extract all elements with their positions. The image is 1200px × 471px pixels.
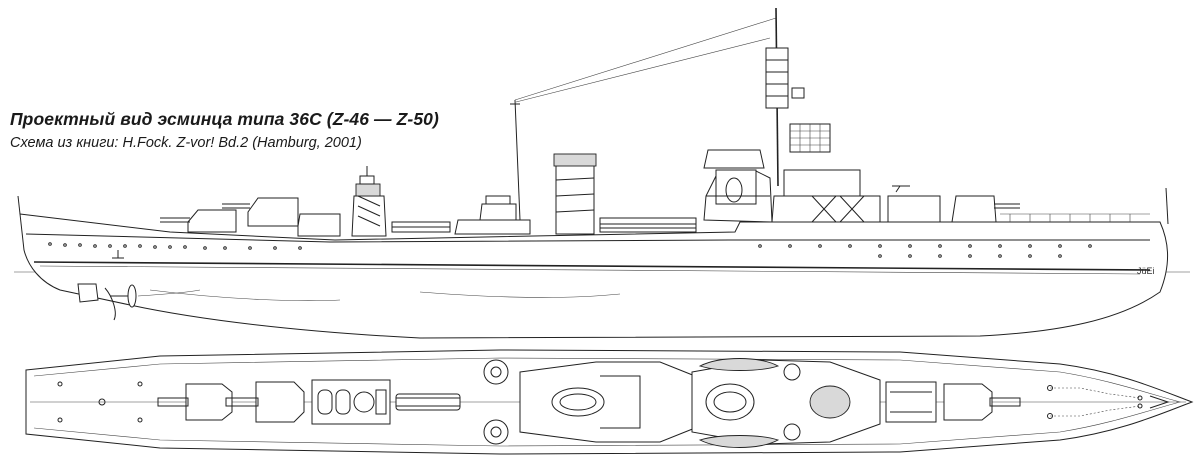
- aft-gun-turret-1: [160, 209, 237, 233]
- jackstaff: [1165, 187, 1169, 225]
- rudder: [77, 283, 99, 303]
- aft-turret-plan-2: [225, 381, 305, 423]
- artist-signature: JüEi: [1137, 266, 1155, 276]
- torpedo-tubes-aft: [391, 221, 451, 233]
- torpedo-tubes-midship: [599, 217, 697, 233]
- midship-deckhouse: [454, 219, 531, 235]
- boot-topping-lower: [39, 265, 1141, 275]
- funnel-plan: [519, 361, 701, 443]
- aft-gun-turret-2: [222, 197, 299, 227]
- funnel: [553, 153, 597, 235]
- drawing-subtitle: Схема из книги: H.Fock. Z-vor! Bd.2 (Ham…: [10, 135, 362, 151]
- stern-light: [112, 250, 124, 259]
- bow-railing: [1000, 213, 1150, 222]
- torpedo-mount-plan-aft: [395, 393, 461, 411]
- plan-view: [25, 349, 1194, 455]
- aa-positions-plan: [483, 359, 509, 445]
- radar-mattress: [789, 123, 831, 153]
- side-profile-view: [14, 7, 1190, 339]
- portholes-aft: [48, 242, 302, 250]
- aerial-rigging: [514, 17, 777, 103]
- ensign-staff: [17, 195, 21, 215]
- anchor-gear: [1047, 385, 1170, 419]
- aft-deckhouse: [297, 213, 341, 237]
- ship-boats: [698, 358, 780, 448]
- forward-turret-plan: [943, 383, 1021, 421]
- drawing-title: Проектный вид эсминца типа 36С (Z-46 — Z…: [10, 109, 439, 129]
- forward-gun-turret-1: [951, 195, 1020, 223]
- main-mast: [510, 99, 521, 221]
- aft-deckhouse-plan: [311, 379, 391, 425]
- aft-funnel-platform: [479, 195, 517, 221]
- deck-line: [25, 233, 1150, 243]
- forward-deckhouse-plan: [885, 381, 937, 423]
- aft-aa-tower: [351, 166, 387, 237]
- bridge-plan: [691, 359, 881, 445]
- forward-deckhouse: [771, 169, 941, 223]
- propeller: [127, 284, 137, 308]
- aft-turret-plan-1: [157, 383, 233, 421]
- bilge-keel-line: [419, 291, 621, 298]
- boot-topping-stripe: [33, 261, 1151, 271]
- stern-fittings: [57, 381, 143, 423]
- foremast: [765, 7, 805, 187]
- shaft-line: [137, 289, 201, 297]
- bridge-superstructure: [703, 149, 773, 223]
- portholes-forward: [758, 244, 1092, 258]
